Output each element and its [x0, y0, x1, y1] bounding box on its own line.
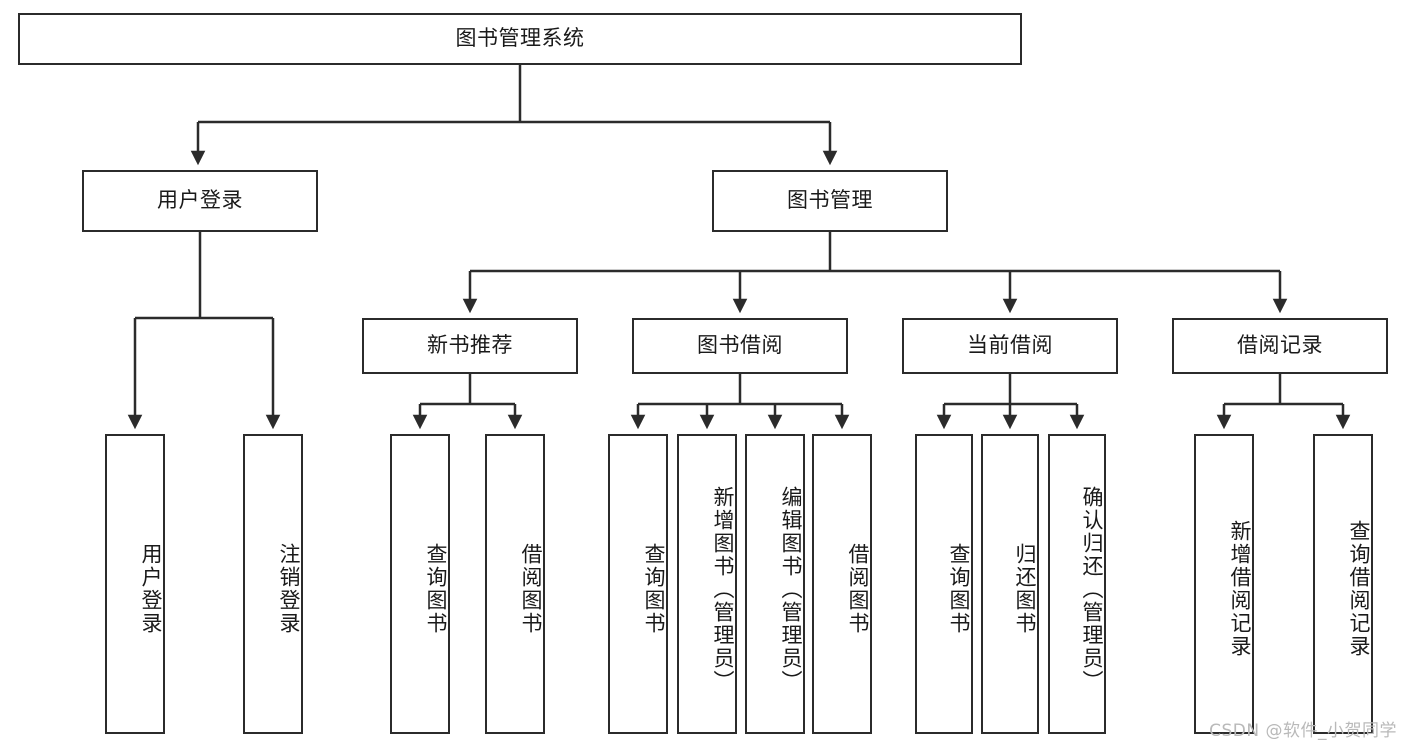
node-leaf-query-book-borrow[interactable]: 查询图书 — [608, 434, 668, 734]
node-leaf-borrow-book-label: 借阅图书 — [846, 543, 870, 635]
node-leaf-edit-book-admin[interactable]: 编辑图书（管理员） — [745, 434, 805, 734]
node-root[interactable]: 图书管理系统 — [18, 13, 1022, 65]
node-book-borrow-label: 图书借阅 — [697, 333, 783, 358]
node-borrow-record-label: 借阅记录 — [1237, 333, 1323, 358]
node-leaf-return-book[interactable]: 归还图书 — [981, 434, 1039, 734]
node-leaf-return-book-label: 归还图书 — [1013, 543, 1037, 635]
node-leaf-add-book-admin[interactable]: 新增图书（管理员） — [677, 434, 737, 734]
node-leaf-user-login[interactable]: 用户登录 — [105, 434, 165, 734]
node-leaf-query-book-rec[interactable]: 查询图书 — [390, 434, 450, 734]
node-leaf-logout[interactable]: 注销登录 — [243, 434, 303, 734]
node-leaf-query-borrow-record-label: 查询借阅记录 — [1347, 520, 1371, 658]
node-leaf-add-borrow-record-label: 新增借阅记录 — [1228, 520, 1252, 658]
node-user-login-label: 用户登录 — [157, 188, 243, 213]
node-book-borrow[interactable]: 图书借阅 — [632, 318, 848, 374]
node-leaf-confirm-return-admin-label: 确认归还（管理员） — [1080, 485, 1104, 693]
node-leaf-query-book-borrow-label: 查询图书 — [642, 543, 666, 635]
node-new-book-recommendation-label: 新书推荐 — [427, 333, 513, 358]
node-user-login[interactable]: 用户登录 — [82, 170, 318, 232]
node-leaf-edit-book-admin-label: 编辑图书（管理员） — [779, 485, 803, 693]
node-root-label: 图书管理系统 — [455, 26, 585, 51]
node-leaf-user-login-label: 用户登录 — [139, 543, 163, 635]
node-leaf-borrow-book-rec-label: 借阅图书 — [519, 543, 543, 635]
node-current-borrow-label: 当前借阅 — [967, 333, 1053, 358]
node-leaf-query-borrow-record[interactable]: 查询借阅记录 — [1313, 434, 1373, 734]
node-leaf-query-book-current-label: 查询图书 — [947, 543, 971, 635]
node-leaf-add-borrow-record[interactable]: 新增借阅记录 — [1194, 434, 1254, 734]
node-book-management-label: 图书管理 — [787, 188, 873, 213]
node-leaf-query-book-current[interactable]: 查询图书 — [915, 434, 973, 734]
node-leaf-logout-label: 注销登录 — [277, 543, 301, 635]
node-leaf-borrow-book[interactable]: 借阅图书 — [812, 434, 872, 734]
node-book-management[interactable]: 图书管理 — [712, 170, 948, 232]
node-borrow-record[interactable]: 借阅记录 — [1172, 318, 1388, 374]
node-current-borrow[interactable]: 当前借阅 — [902, 318, 1118, 374]
node-leaf-borrow-book-rec[interactable]: 借阅图书 — [485, 434, 545, 734]
node-leaf-query-book-rec-label: 查询图书 — [424, 543, 448, 635]
node-leaf-confirm-return-admin[interactable]: 确认归还（管理员） — [1048, 434, 1106, 734]
node-new-book-recommendation[interactable]: 新书推荐 — [362, 318, 578, 374]
node-leaf-add-book-admin-label: 新增图书（管理员） — [711, 485, 735, 693]
